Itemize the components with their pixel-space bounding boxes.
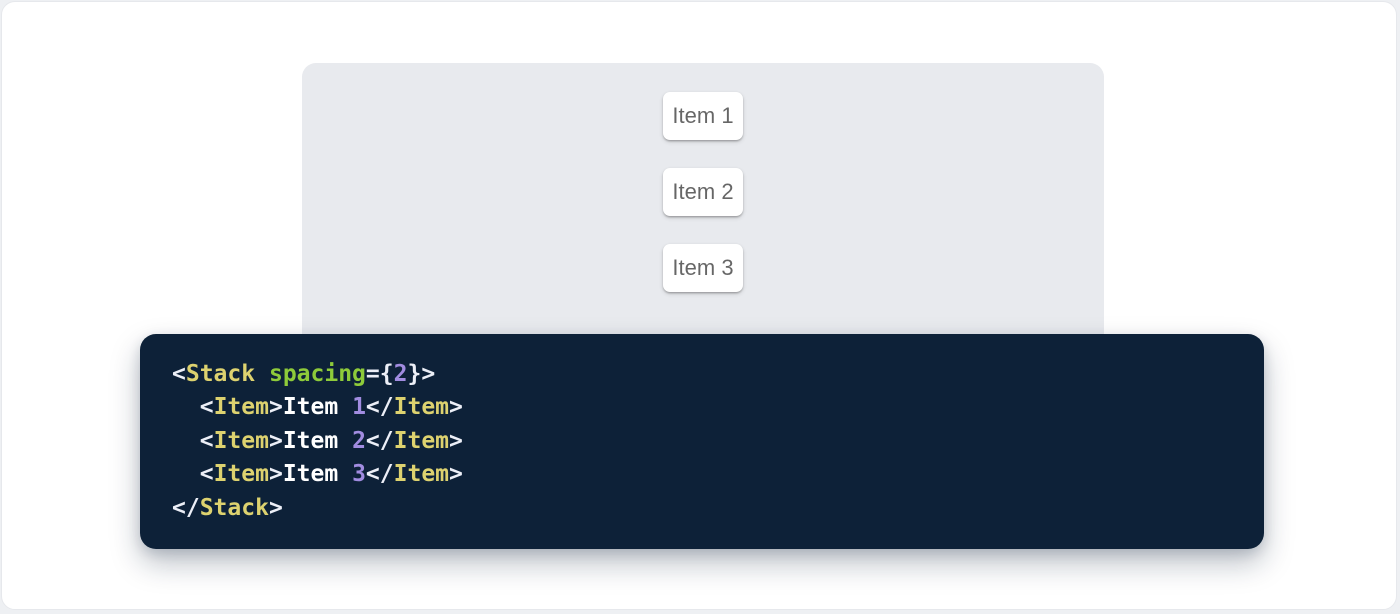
stack-item-card: Item 2 bbox=[663, 168, 743, 216]
stack-item-label: Item 2 bbox=[672, 179, 734, 204]
code-content: <Stack spacing={2}> <Item>Item 1</Item> … bbox=[172, 358, 1232, 525]
stack-item-label: Item 1 bbox=[672, 103, 734, 128]
code-line: <Item>Item 3</Item> bbox=[199, 461, 463, 488]
stack-item-card: Item 1 bbox=[663, 92, 743, 140]
code-line: <Item>Item 2</Item> bbox=[199, 427, 463, 454]
code-line: <Item>Item 1</Item> bbox=[199, 394, 463, 421]
code-block: <Stack spacing={2}> <Item>Item 1</Item> … bbox=[140, 334, 1264, 549]
stack-item-card: Item 3 bbox=[663, 244, 743, 292]
code-line: <Stack spacing={2}> bbox=[172, 361, 436, 387]
code-line: </Stack> bbox=[172, 494, 283, 521]
stack-demo-panel: Item 1 Item 2 Item 3 bbox=[302, 63, 1104, 349]
stack-item-label: Item 3 bbox=[672, 255, 734, 280]
